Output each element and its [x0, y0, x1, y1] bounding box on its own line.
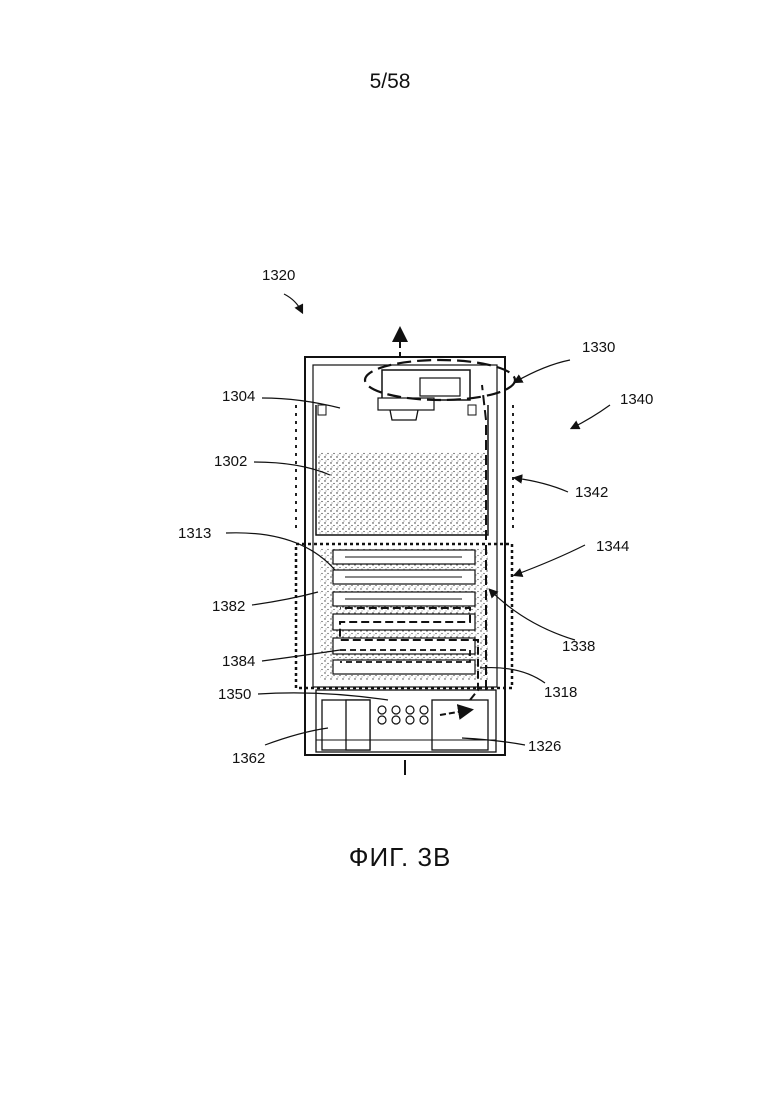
nozzle-base [378, 398, 434, 410]
label-1304: 1304 [222, 388, 255, 405]
label-1326: 1326 [528, 738, 561, 755]
label-1344: 1344 [596, 538, 629, 555]
label-1362: 1362 [232, 750, 265, 767]
label-1350: 1350 [218, 686, 251, 703]
battery-1362-cap [346, 700, 370, 750]
tab-left [318, 405, 326, 415]
block-1326 [432, 700, 488, 750]
mouthpiece-insert [420, 378, 460, 396]
label-1342: 1342 [575, 484, 608, 501]
label-1382: 1382 [212, 598, 245, 615]
label-1302: 1302 [214, 453, 247, 470]
label-1313: 1313 [178, 525, 211, 542]
label-1338: 1338 [562, 638, 595, 655]
tab-right [468, 405, 476, 415]
liquid-region [318, 452, 486, 534]
label-1320: 1320 [262, 267, 295, 284]
figure-caption: ФИГ. 3В [0, 842, 780, 873]
coils-1350 [378, 706, 428, 724]
label-1340: 1340 [620, 391, 653, 408]
label-1318: 1318 [544, 684, 577, 701]
label-1330: 1330 [582, 339, 615, 356]
label-1384: 1384 [222, 653, 255, 670]
